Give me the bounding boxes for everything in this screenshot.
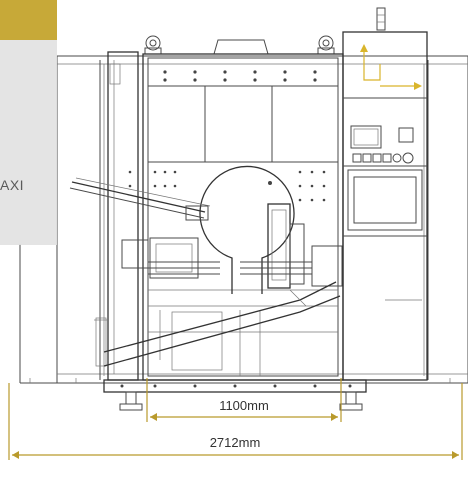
axis-arrows-icon (360, 44, 422, 90)
frame-rivets (128, 70, 326, 202)
beacon-light-icon (376, 7, 386, 31)
product-label-panel: AXI (0, 40, 57, 245)
control-cabinet (342, 31, 428, 381)
left-door-frame (94, 51, 139, 381)
lifting-eyes (144, 35, 335, 55)
main-frame (142, 53, 344, 381)
infeed-conveyor (69, 177, 220, 279)
dimension-inner-label: 1100mm (219, 398, 269, 413)
dimension-overall-label: 2712mm (210, 435, 261, 450)
machine-base (103, 379, 367, 411)
dimension-inner: 1100mm (146, 378, 342, 422)
product-label-text: AXI (0, 177, 25, 193)
wrapping-ring (199, 165, 295, 294)
dimension-overall: 2712mm (8, 383, 463, 460)
discharge-chute (103, 281, 341, 367)
clamp-actuator (240, 203, 343, 289)
label-accent-bar (0, 0, 57, 40)
machine-housing (19, 55, 468, 384)
